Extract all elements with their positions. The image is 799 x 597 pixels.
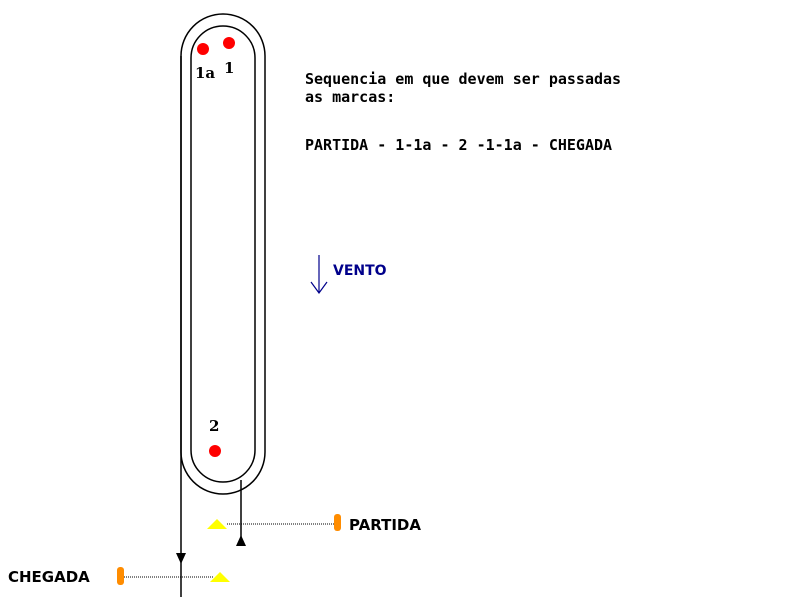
- sequence-text: PARTIDA - 1-1a - 2 -1-1a - CHEGADA: [305, 136, 612, 154]
- instructions-line-1: Sequencia em que devem ser passadas: [305, 70, 621, 88]
- mark-1-label: 1: [224, 59, 234, 77]
- finish-boat-icon: [210, 572, 230, 582]
- mark-1-dot: [223, 37, 235, 49]
- wind-label: VENTO: [333, 263, 387, 279]
- mark-2-dot: [209, 445, 221, 457]
- instructions-line-2: as marcas:: [305, 88, 395, 106]
- start-label: PARTIDA: [349, 516, 421, 534]
- start-arrow-icon: [236, 535, 246, 546]
- finish-arrow-icon: [176, 553, 186, 564]
- mark-2-label: 2: [209, 417, 219, 435]
- wind-arrow-icon: [310, 281, 328, 295]
- course-inner-loop: [190, 25, 256, 483]
- start-buoy-icon: [334, 514, 341, 531]
- finish-buoy-icon: [117, 567, 124, 585]
- finish-label: CHEGADA: [8, 568, 90, 586]
- mark-1a-label: 1a: [195, 64, 215, 82]
- course-outer-loop: [180, 13, 266, 495]
- mark-1a-dot: [197, 43, 209, 55]
- start-boat-icon: [207, 519, 227, 529]
